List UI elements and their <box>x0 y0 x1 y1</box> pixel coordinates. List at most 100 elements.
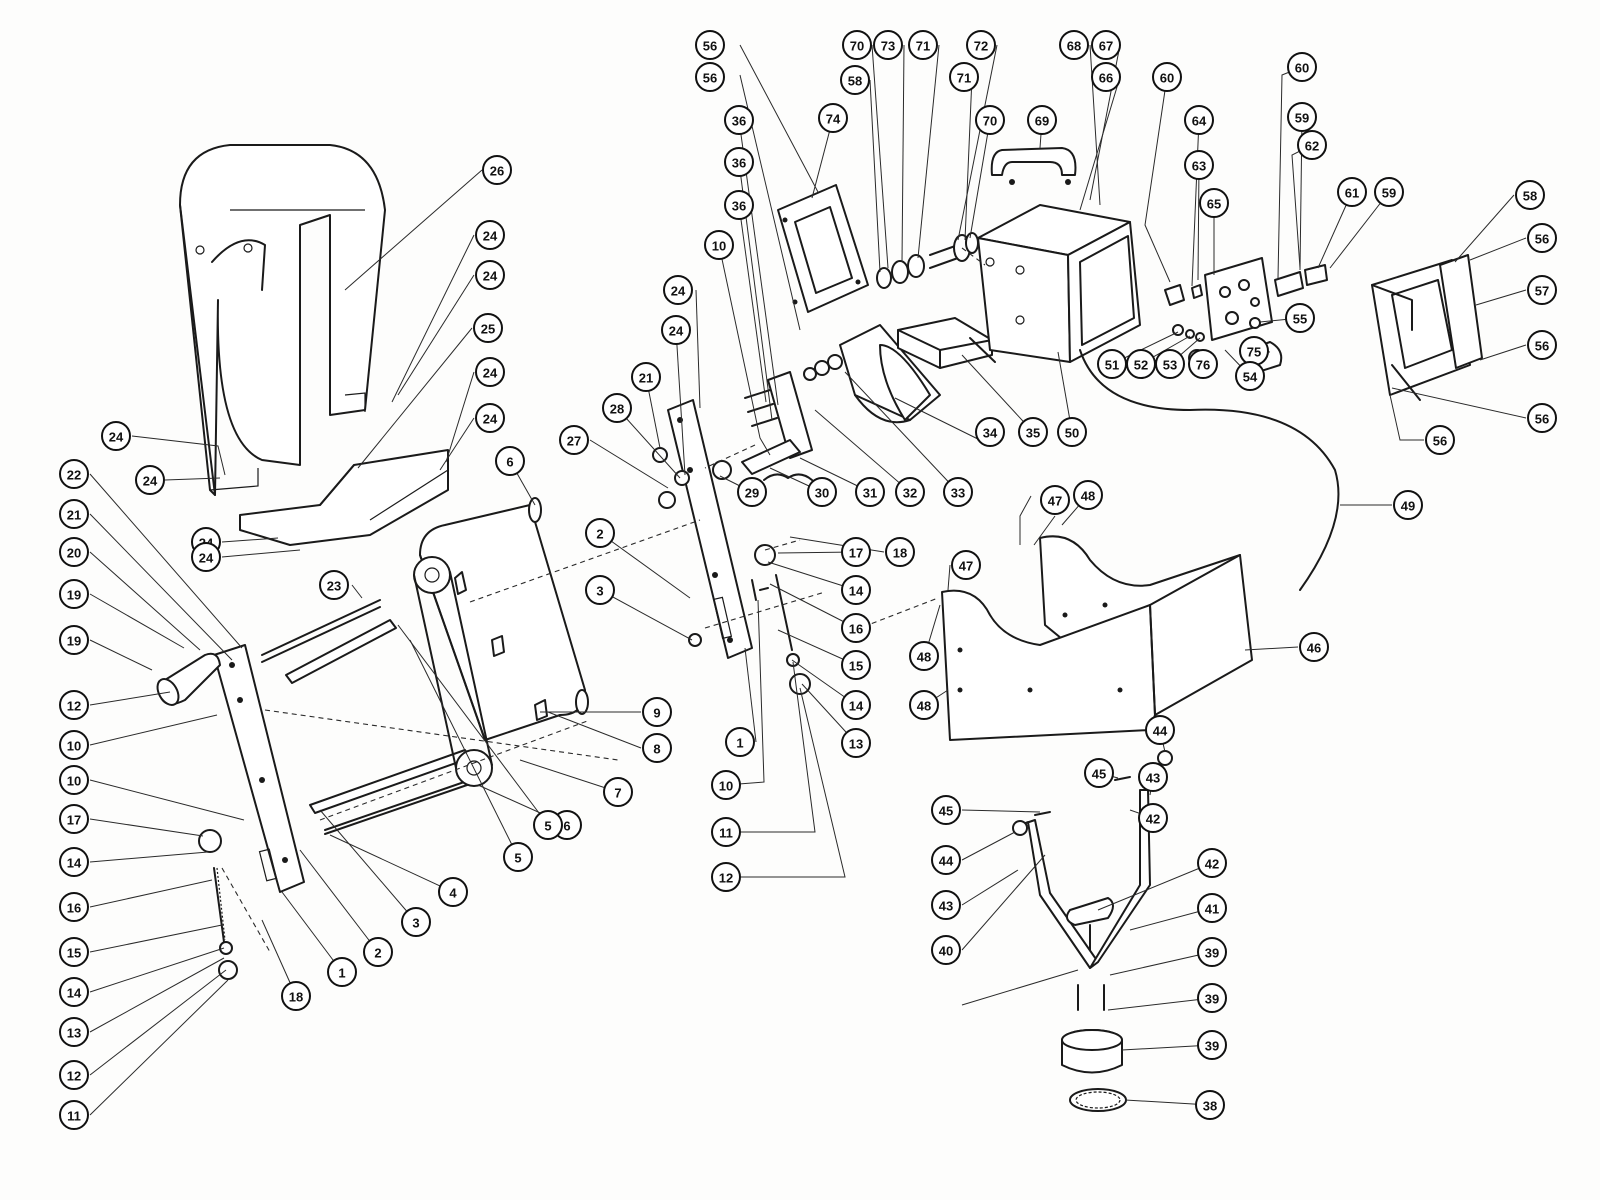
callout-label: 13 <box>67 1026 81 1041</box>
washers <box>652 447 702 647</box>
callout-circle <box>724 105 754 135</box>
callout-18: 18 <box>885 537 915 567</box>
callout-circle <box>603 777 633 807</box>
control-box <box>977 204 1141 363</box>
callout-circle <box>59 1060 89 1090</box>
callout-circle <box>1027 105 1057 135</box>
callout-circle <box>909 641 939 671</box>
callout-label: 19 <box>67 634 81 649</box>
callout-53: 53 <box>1155 349 1185 379</box>
callout-69: 69 <box>1027 105 1057 135</box>
callout-2: 2 <box>585 518 615 548</box>
callout-label: 10 <box>67 739 81 754</box>
callout-label: 53 <box>1163 358 1177 373</box>
callout-label: 36 <box>732 199 746 214</box>
callout-circle <box>1287 52 1317 82</box>
callout-circle <box>841 537 871 567</box>
callout-label: 14 <box>67 986 82 1001</box>
callout-label: 2 <box>374 946 381 961</box>
callout-label: 51 <box>1105 358 1119 373</box>
callout-label: 75 <box>1247 345 1261 360</box>
callout-62: 62 <box>1297 130 1327 160</box>
callout-24: 24 <box>101 421 131 451</box>
callout-circle <box>642 697 672 727</box>
callout-20: 20 <box>59 537 89 567</box>
callout-label: 69 <box>1035 114 1049 129</box>
callout-circle <box>59 579 89 609</box>
callout-circle <box>59 937 89 967</box>
callout-14: 14 <box>59 977 89 1007</box>
callout-label: 20 <box>67 546 81 561</box>
callout-circle <box>841 575 871 605</box>
callout-label: 14 <box>849 584 864 599</box>
callout-circle <box>951 550 981 580</box>
callout-10: 10 <box>704 230 734 260</box>
callout-label: 3 <box>596 584 603 599</box>
callout-60: 60 <box>1152 62 1182 92</box>
callout-11: 11 <box>711 817 741 847</box>
callout-circle <box>191 542 221 572</box>
alignment-lines <box>221 247 986 953</box>
callout-label: 35 <box>1026 426 1040 441</box>
callout-28: 28 <box>602 393 632 423</box>
callout-45: 45 <box>931 795 961 825</box>
callout-label: 56 <box>703 39 717 54</box>
callout-64: 64 <box>1184 105 1214 135</box>
callout-label: 14 <box>849 699 864 714</box>
callout-56: 56 <box>1527 330 1557 360</box>
callout-circle <box>1527 330 1557 360</box>
callout-circle <box>1235 361 1265 391</box>
callout-label: 11 <box>719 826 733 841</box>
callout-circle <box>1073 480 1103 510</box>
callout-label: 31 <box>863 486 877 501</box>
callout-label: 17 <box>849 546 863 561</box>
callout-circle <box>1337 177 1367 207</box>
callout-label: 13 <box>849 737 863 752</box>
callout-circle <box>885 537 915 567</box>
callout-21: 21 <box>59 499 89 529</box>
motor-bracket <box>712 371 813 481</box>
callout-56: 56 <box>1425 425 1455 455</box>
left-side-plate <box>213 644 305 893</box>
callout-circle <box>1097 349 1127 379</box>
callout-label: 42 <box>1205 857 1219 872</box>
callout-circle <box>737 477 767 507</box>
callout-circle <box>695 30 725 60</box>
callout-label: 58 <box>848 74 862 89</box>
callout-label: 8 <box>653 742 660 757</box>
callout-60: 60 <box>1287 52 1317 82</box>
callout-label: 48 <box>1081 489 1095 504</box>
callout-17: 17 <box>59 804 89 834</box>
callout-38: 38 <box>1195 1090 1225 1120</box>
callout-label: 5 <box>544 819 551 834</box>
callout-circle <box>1527 223 1557 253</box>
callout-label: 27 <box>567 434 581 449</box>
callout-circle <box>661 315 691 345</box>
callout-label: 24 <box>483 229 498 244</box>
callout-label: 56 <box>703 71 717 86</box>
callout-circle <box>855 477 885 507</box>
callout-12: 12 <box>59 1060 89 1090</box>
motor <box>803 324 941 424</box>
callout-circle <box>1197 983 1227 1013</box>
callout-circle <box>438 877 468 907</box>
callout-label: 59 <box>1295 111 1309 126</box>
callout-circle <box>1197 1030 1227 1060</box>
callout-circle <box>59 765 89 795</box>
callout-circle <box>873 30 903 60</box>
callout-label: 34 <box>983 426 998 441</box>
switch-panel <box>1164 257 1328 373</box>
stand-assembly <box>1012 750 1173 1112</box>
callout-circle <box>704 230 734 260</box>
callout-circle <box>724 147 754 177</box>
gasket-frame <box>777 184 869 313</box>
callout-7: 7 <box>603 777 633 807</box>
callout-36: 36 <box>724 147 754 177</box>
callout-label: 10 <box>67 774 81 789</box>
callout-circle <box>475 220 505 250</box>
callout-label: 24 <box>483 269 498 284</box>
callout-circle <box>663 275 693 305</box>
callout-label: 11 <box>67 1109 81 1124</box>
callout-71: 71 <box>908 30 938 60</box>
callout-circle <box>1195 1090 1225 1120</box>
